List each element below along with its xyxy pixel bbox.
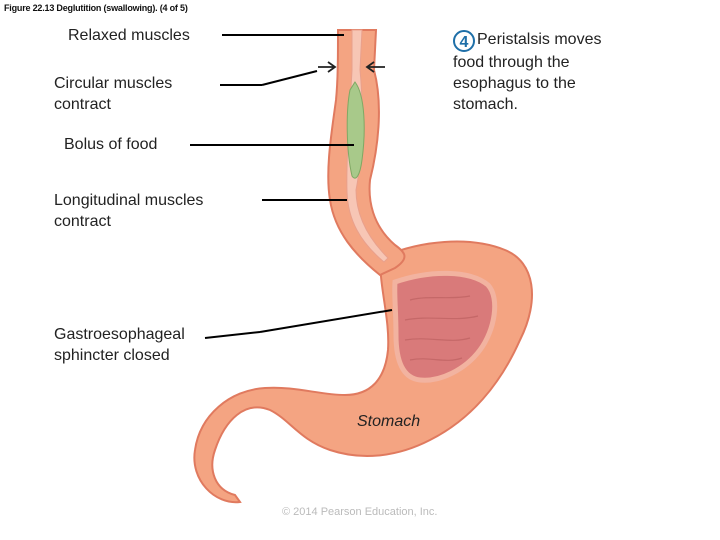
label-relaxed-muscles: Relaxed muscles bbox=[68, 25, 190, 46]
label-bolus-text: Bolus of food bbox=[64, 134, 157, 155]
step-line-4: stomach. bbox=[453, 94, 653, 115]
left-arrow bbox=[318, 62, 335, 72]
label-circular-line-1: Circular muscles bbox=[54, 73, 172, 94]
leader-sphincter-b bbox=[260, 310, 392, 332]
label-circular-line-2: contract bbox=[54, 94, 172, 115]
label-circular-muscles: Circular muscles contract bbox=[54, 73, 172, 115]
step-number-badge: 4 bbox=[453, 30, 475, 52]
label-longitudinal-line-2: contract bbox=[54, 211, 203, 232]
step-line-1: Peristalsis moves bbox=[477, 31, 601, 48]
label-longitudinal-muscles: Longitudinal muscles contract bbox=[54, 190, 203, 232]
label-sphincter-line-2: sphincter closed bbox=[54, 345, 185, 366]
label-gastroesophageal-sphincter: Gastroesophageal sphincter closed bbox=[54, 324, 185, 366]
label-bolus: Bolus of food bbox=[64, 134, 157, 155]
label-stomach: Stomach bbox=[357, 413, 420, 431]
step-line-2: food through the bbox=[453, 52, 653, 73]
bolus-shape bbox=[347, 82, 364, 178]
label-longitudinal-line-1: Longitudinal muscles bbox=[54, 190, 203, 211]
copyright-notice: © 2014 Pearson Education, Inc. bbox=[282, 506, 437, 518]
leader-sphincter bbox=[205, 332, 260, 338]
step-line-3: esophagus to the bbox=[453, 73, 653, 94]
label-relaxed-muscles-text: Relaxed muscles bbox=[68, 25, 190, 46]
leader-circular-b bbox=[262, 71, 317, 85]
label-sphincter-line-1: Gastroesophageal bbox=[54, 324, 185, 345]
